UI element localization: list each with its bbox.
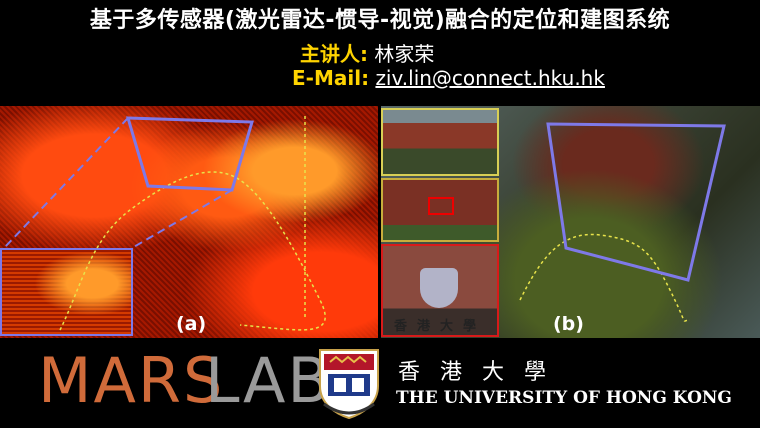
lab-logo-text: LAB (205, 344, 332, 417)
speaker-label: 主讲人: (300, 42, 368, 66)
speaker-name: 林家荣 (374, 42, 435, 66)
figure-a-label: (a) (176, 313, 207, 335)
speaker-row: 主讲人: 林家荣 (300, 38, 434, 67)
highlight-region-a (125, 116, 254, 192)
point-cloud-inset (0, 248, 133, 336)
callout-line-a-2 (131, 189, 233, 249)
highlight-region-b (546, 122, 726, 282)
slide-title: 基于多传感器(激光雷达-惯导-视觉)融合的定位和建图系统 (89, 8, 671, 33)
photo-sign-text: 香港大學 (393, 319, 486, 334)
mars-logo-text: MARS (38, 344, 225, 417)
trajectory-b (519, 233, 691, 322)
camera-photo-top (381, 108, 499, 176)
hku-english-name: THE UNIVERSITY OF HONG KONG (396, 388, 732, 408)
zoom-box (428, 197, 454, 215)
figure-b-label: (b) (553, 313, 584, 335)
trajectory-a (59, 171, 326, 331)
email-row: E-Mail: ziv.lin@connect.hku.hk (292, 66, 605, 90)
hku-crest-icon (319, 349, 379, 420)
email-label: E-Mail: (292, 66, 370, 90)
hku-chinese-name: 香港大學 (398, 360, 567, 385)
crest-image (420, 268, 458, 308)
callout-line-a-1 (3, 117, 129, 249)
camera-photo-middle (381, 178, 499, 242)
email-link[interactable]: ziv.lin@connect.hku.hk (375, 66, 605, 90)
